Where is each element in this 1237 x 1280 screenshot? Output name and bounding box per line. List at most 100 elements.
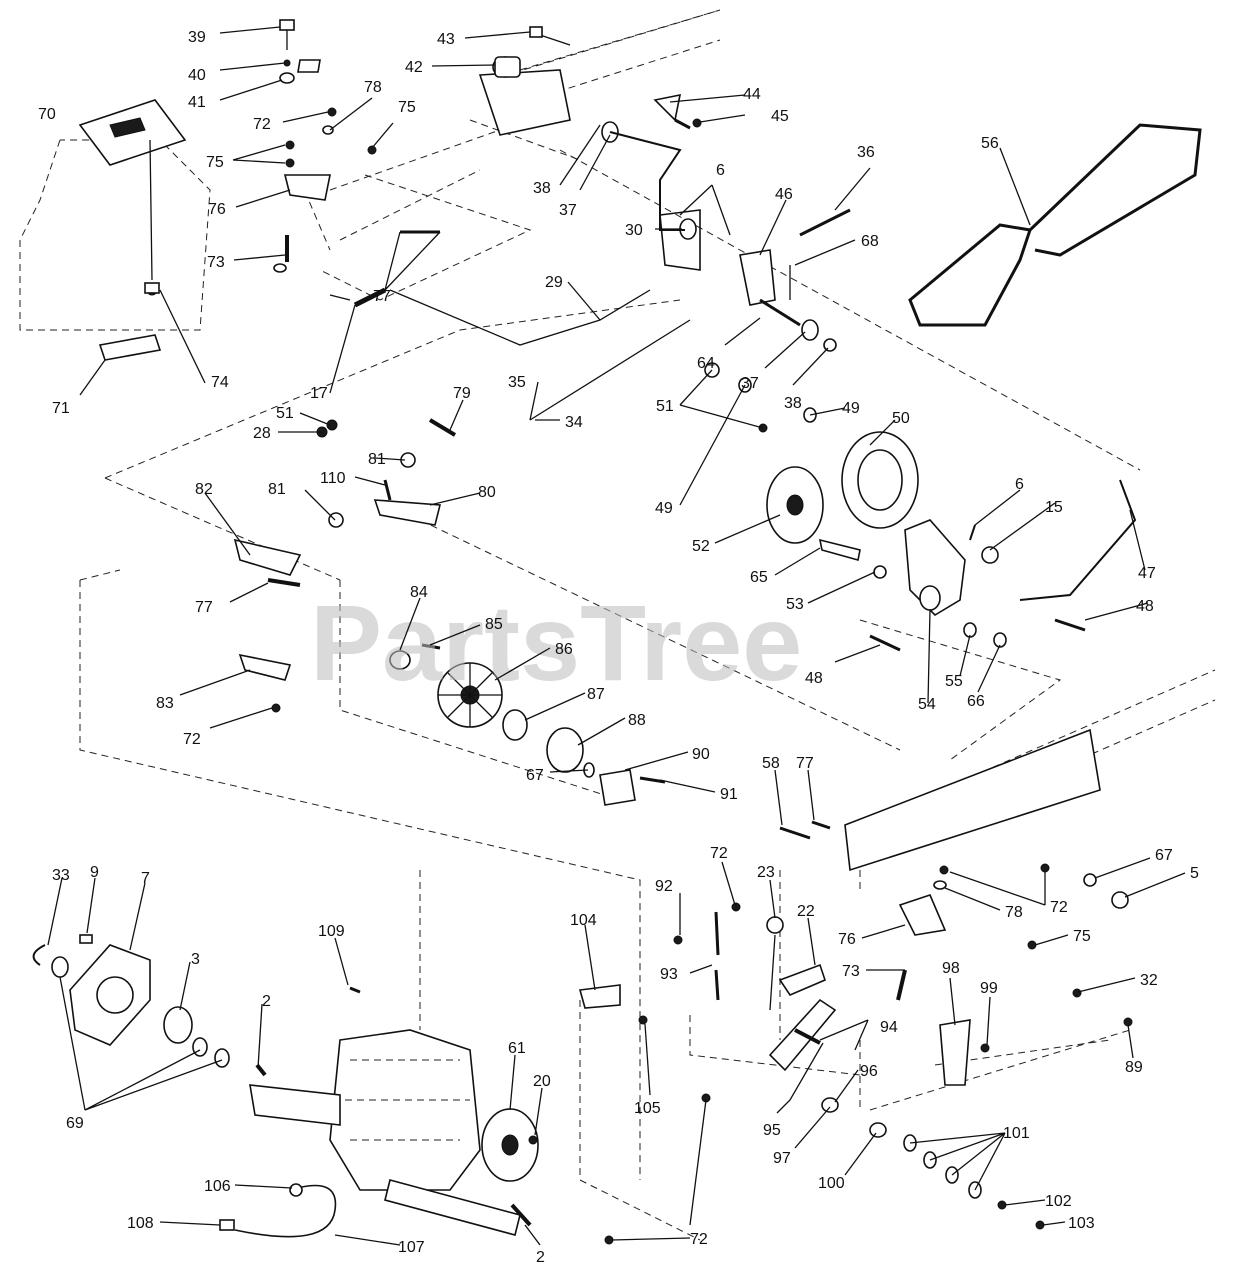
callout: 67 xyxy=(1155,847,1173,864)
idler-arm xyxy=(904,519,966,617)
callout: 66 xyxy=(967,693,985,710)
callout: 77 xyxy=(796,755,814,772)
callout: 107 xyxy=(398,1239,425,1256)
callout: 61 xyxy=(508,1040,526,1057)
callout: 54 xyxy=(918,696,936,713)
callout: 58 xyxy=(762,755,780,772)
callout: 23 xyxy=(757,864,775,881)
callout: 37 xyxy=(741,375,759,392)
callout: 81 xyxy=(268,481,286,498)
pulley-group xyxy=(163,121,919,1182)
callout: 93 xyxy=(660,966,678,983)
callout: 68 xyxy=(861,233,879,250)
callout: 47 xyxy=(1138,565,1156,582)
callout: 74 xyxy=(211,374,229,391)
callout: 56 xyxy=(981,135,999,152)
callout: 110 xyxy=(320,470,346,487)
callout: 77 xyxy=(195,599,213,616)
callout: 46 xyxy=(775,186,793,203)
callout: 2 xyxy=(536,1249,545,1266)
callout: 75 xyxy=(398,99,416,116)
callout: 7 xyxy=(141,870,150,887)
callout: 70 xyxy=(38,106,56,123)
assembly-outlines xyxy=(19,9,1141,1241)
callout: 72 xyxy=(183,731,201,748)
callout: 82 xyxy=(195,481,213,498)
callout: 72 xyxy=(1050,899,1068,916)
callout: 85 xyxy=(485,616,503,633)
callout: 94 xyxy=(880,1019,898,1036)
callout: 109 xyxy=(318,923,345,940)
callout: 92 xyxy=(655,878,673,895)
callout: 101 xyxy=(1003,1125,1030,1142)
callout: 20 xyxy=(533,1073,551,1090)
callout: 72 xyxy=(253,116,271,133)
callout: 76 xyxy=(208,201,226,218)
callout: 55 xyxy=(945,673,963,690)
callout: 45 xyxy=(771,108,789,125)
transaxle xyxy=(234,1029,521,1238)
hardware xyxy=(32,19,1137,1245)
callout: 49 xyxy=(655,500,673,517)
callout: 72 xyxy=(690,1231,708,1248)
drive-belt xyxy=(908,123,1202,327)
callout: 17 xyxy=(310,385,328,402)
callout: 91 xyxy=(720,786,738,803)
callout: 15 xyxy=(1045,499,1063,516)
callout: 72 xyxy=(710,845,728,862)
brake-pedal xyxy=(766,916,837,1072)
callout: 100 xyxy=(818,1175,845,1192)
callout: 38 xyxy=(533,180,551,197)
callout: 35 xyxy=(508,374,526,391)
callout: 53 xyxy=(786,596,804,613)
callout: 95 xyxy=(763,1122,781,1139)
callout: 96 xyxy=(860,1063,878,1080)
callout: 105 xyxy=(634,1100,661,1117)
callout: 76 xyxy=(838,931,856,948)
callout: 42 xyxy=(405,59,423,76)
callout: 89 xyxy=(1125,1059,1143,1076)
callout-labels: 39 40 41 43 42 70 72 78 75 75 76 73 77 4… xyxy=(38,29,1199,1266)
callout: 32 xyxy=(1140,972,1158,989)
callout: 5 xyxy=(1190,865,1199,882)
callout: 79 xyxy=(453,385,471,402)
rear-hub xyxy=(69,944,151,1046)
callout: 48 xyxy=(805,670,823,687)
leader-lines xyxy=(47,26,1186,1246)
callout: 80 xyxy=(478,484,496,501)
callout: 88 xyxy=(628,712,646,729)
callout: 33 xyxy=(52,867,70,884)
callout: 30 xyxy=(625,222,643,239)
callout: 9 xyxy=(90,864,99,881)
callout: 106 xyxy=(204,1178,231,1195)
callout: 2 xyxy=(262,993,271,1010)
callout: 3 xyxy=(191,951,200,968)
callout: 44 xyxy=(743,86,761,103)
callout: 90 xyxy=(692,746,710,763)
callout: 65 xyxy=(750,569,768,586)
callout: 84 xyxy=(410,584,428,601)
callout: 73 xyxy=(207,254,225,271)
callout: 102 xyxy=(1045,1193,1072,1210)
callout: 98 xyxy=(942,960,960,977)
callout: 38 xyxy=(784,395,802,412)
callout: 97 xyxy=(773,1150,791,1167)
callout: 83 xyxy=(156,695,174,712)
callout: 103 xyxy=(1068,1215,1095,1232)
callout: 69 xyxy=(66,1115,84,1132)
callout: 104 xyxy=(570,912,597,929)
lower-frame-rail xyxy=(844,669,1216,890)
callout: 51 xyxy=(276,405,294,422)
callout: 81 xyxy=(368,451,386,468)
callout: 37 xyxy=(559,202,577,219)
watermark: PartsTree xyxy=(310,582,802,703)
callout: 34 xyxy=(565,414,583,431)
callout: 49 xyxy=(842,400,860,417)
callout: 28 xyxy=(253,425,271,442)
callout: 22 xyxy=(797,903,815,920)
callout: 78 xyxy=(1005,904,1023,921)
upper-frame-rail xyxy=(299,9,721,251)
callout: 50 xyxy=(892,410,910,427)
cooling-fan xyxy=(437,662,503,728)
